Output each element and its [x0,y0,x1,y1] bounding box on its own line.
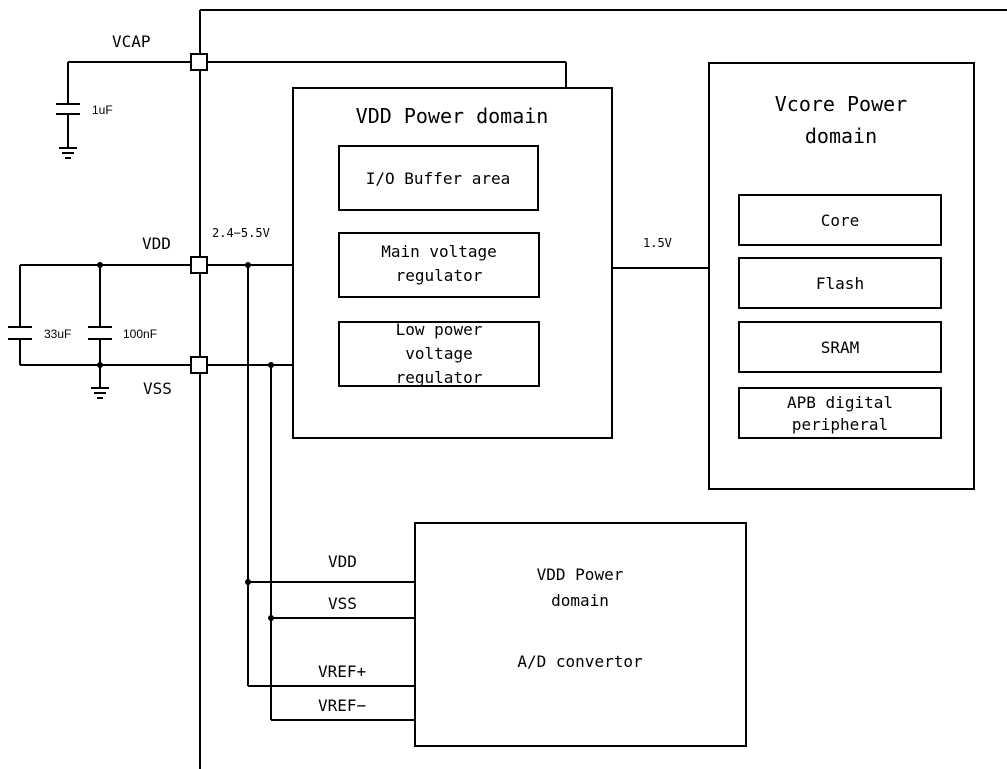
supply-range-label: 2.4−5.5V [212,226,270,240]
vss-pin-pad [190,356,208,374]
main-regulator-box [338,232,540,298]
main-regulator-label-line1: Main voltage [381,242,497,261]
apb-label-line1: APB digital [787,393,893,412]
vdd-pin-label: VDD [142,234,171,253]
chip-boundary [199,9,1007,769]
core-box [738,194,942,246]
lowpower-regulator-label-line2: voltage [405,344,472,363]
adc-domain-box [414,522,747,747]
sram-label: SRAM [821,338,860,357]
apb-label-line2: peripheral [792,415,888,434]
flash-label: Flash [816,274,864,293]
vss-pin-label: VSS [143,379,172,398]
vcap-pin-label: VCAP [112,32,151,51]
vcore-domain-title-line1: Vcore Power [775,92,907,116]
adc-vdd-label: VDD [328,552,357,571]
core-voltage-label: 1.5V [643,236,672,250]
bulk-capacitor [8,326,32,340]
adc-domain-title-line1: VDD Power [537,565,624,584]
adc-vss-label: VSS [328,594,357,613]
vcap-pin-pad [190,53,208,71]
lowpower-regulator-label-line1: Low power [396,320,483,339]
vss-ground-icon [91,387,109,399]
adc-vref-minus-label: VREF− [318,696,366,715]
vss-net [20,364,415,721]
decoupling-capacitor-value: 100nF [123,327,157,341]
io-buffer-label: I/O Buffer area [366,169,511,188]
io-buffer-box [338,145,539,211]
lowpower-regulator-box [338,321,540,387]
lowpower-regulator-label-line3: regulator [396,368,483,387]
decoupling-capacitor [88,326,112,340]
vdd-pin-pad [190,256,208,274]
main-regulator-label-line2: regulator [396,266,483,285]
adc-function-label: A/D convertor [517,652,643,671]
flash-box [738,257,942,309]
vcap-capacitor-value: 1uF [92,103,113,117]
adc-vref-plus-label: VREF+ [318,662,366,681]
vcore-domain-title-line2: domain [805,124,877,148]
vdd-domain-title: VDD Power domain [356,104,549,128]
apb-peripheral-box [738,387,942,439]
adc-domain-title-line2: domain [551,591,609,610]
sram-box [738,321,942,373]
bulk-capacitor-value: 33uF [44,327,71,341]
vcap-ground-icon [59,147,77,159]
core-label: Core [821,211,860,230]
vcap-capacitor [56,103,80,115]
